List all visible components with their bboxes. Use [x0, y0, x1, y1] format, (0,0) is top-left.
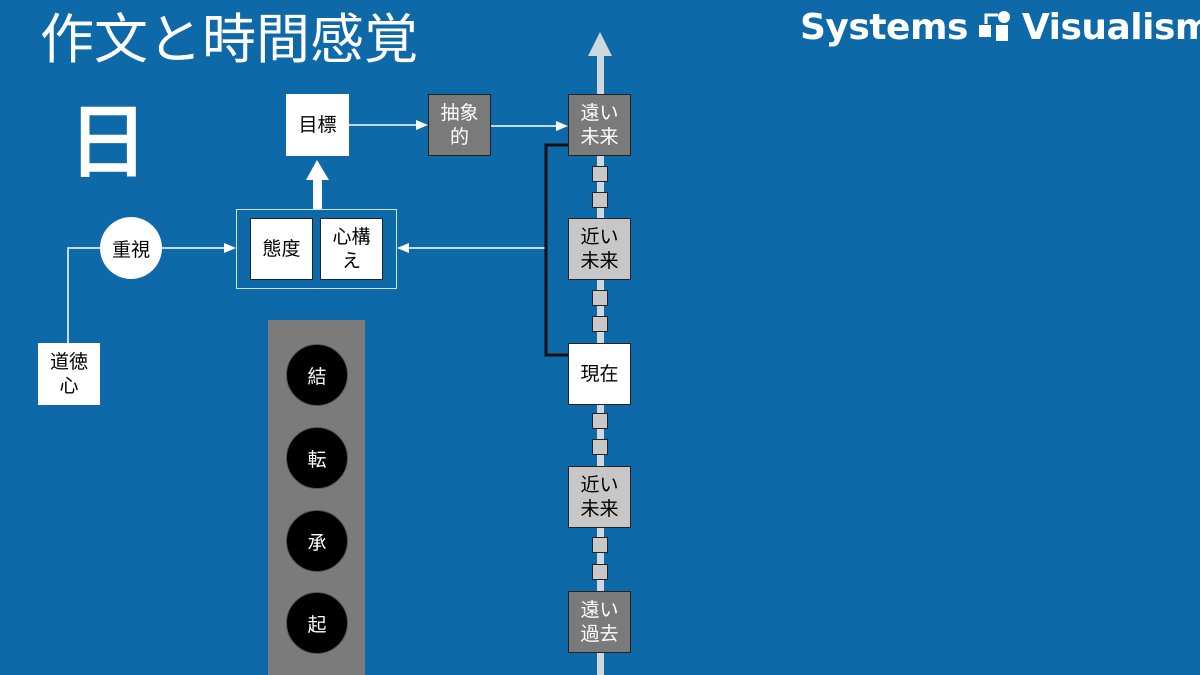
timeline-arrowhead	[588, 32, 612, 56]
timeline-connector	[592, 564, 608, 580]
ki-circle: 起	[286, 592, 348, 654]
timeline-connector	[592, 439, 608, 455]
brand-logo: Systems Visualism	[800, 8, 1200, 48]
ten-circle: 転	[286, 427, 348, 489]
moral-box: 道徳 心	[38, 343, 100, 405]
attitude-box: 態度	[250, 218, 313, 280]
abstract-to-future-arrow	[556, 121, 568, 131]
sho-circle: 承	[286, 510, 348, 572]
day-glyph: 日	[68, 96, 148, 189]
timeline-connector	[592, 290, 608, 306]
systems-visualism-logo-icon	[978, 11, 1010, 41]
goal-box: 目標	[286, 94, 349, 156]
page-title: 作文と時間感覚	[40, 8, 418, 71]
timeline-connector	[592, 413, 608, 429]
timeline-connector	[592, 537, 608, 553]
timeline-near-future: 近い 未来	[568, 218, 631, 280]
timeline-near-lower: 近い 未来	[568, 466, 631, 528]
timeline-connector	[592, 166, 608, 182]
mindset-box: 心構 え	[320, 218, 383, 280]
attitude-to-goal-shaft	[313, 178, 322, 210]
timeline-far-past: 遠い 過去	[568, 591, 631, 653]
timeline-to-attitude-arrow	[397, 243, 409, 253]
goal-to-abstract-arrow	[416, 120, 428, 130]
moral-to-emphasis-line	[67, 247, 100, 343]
brand-text-left: Systems	[800, 7, 968, 48]
timeline-connector	[592, 192, 608, 208]
emphasis-circle: 重視	[100, 217, 162, 279]
time-bracket	[544, 143, 568, 357]
ketsu-circle: 結	[286, 344, 348, 406]
timeline-far-future: 遠い 未来	[568, 94, 631, 156]
abstract-box: 抽象 的	[428, 94, 491, 156]
timeline-connector	[592, 316, 608, 332]
attitude-to-goal-arrow	[306, 160, 329, 180]
timeline-present: 現在	[568, 343, 631, 405]
brand-text-right: Visualism	[1021, 7, 1200, 48]
emphasis-to-attitude-arrow	[224, 243, 236, 253]
attitude-group	[236, 209, 397, 289]
